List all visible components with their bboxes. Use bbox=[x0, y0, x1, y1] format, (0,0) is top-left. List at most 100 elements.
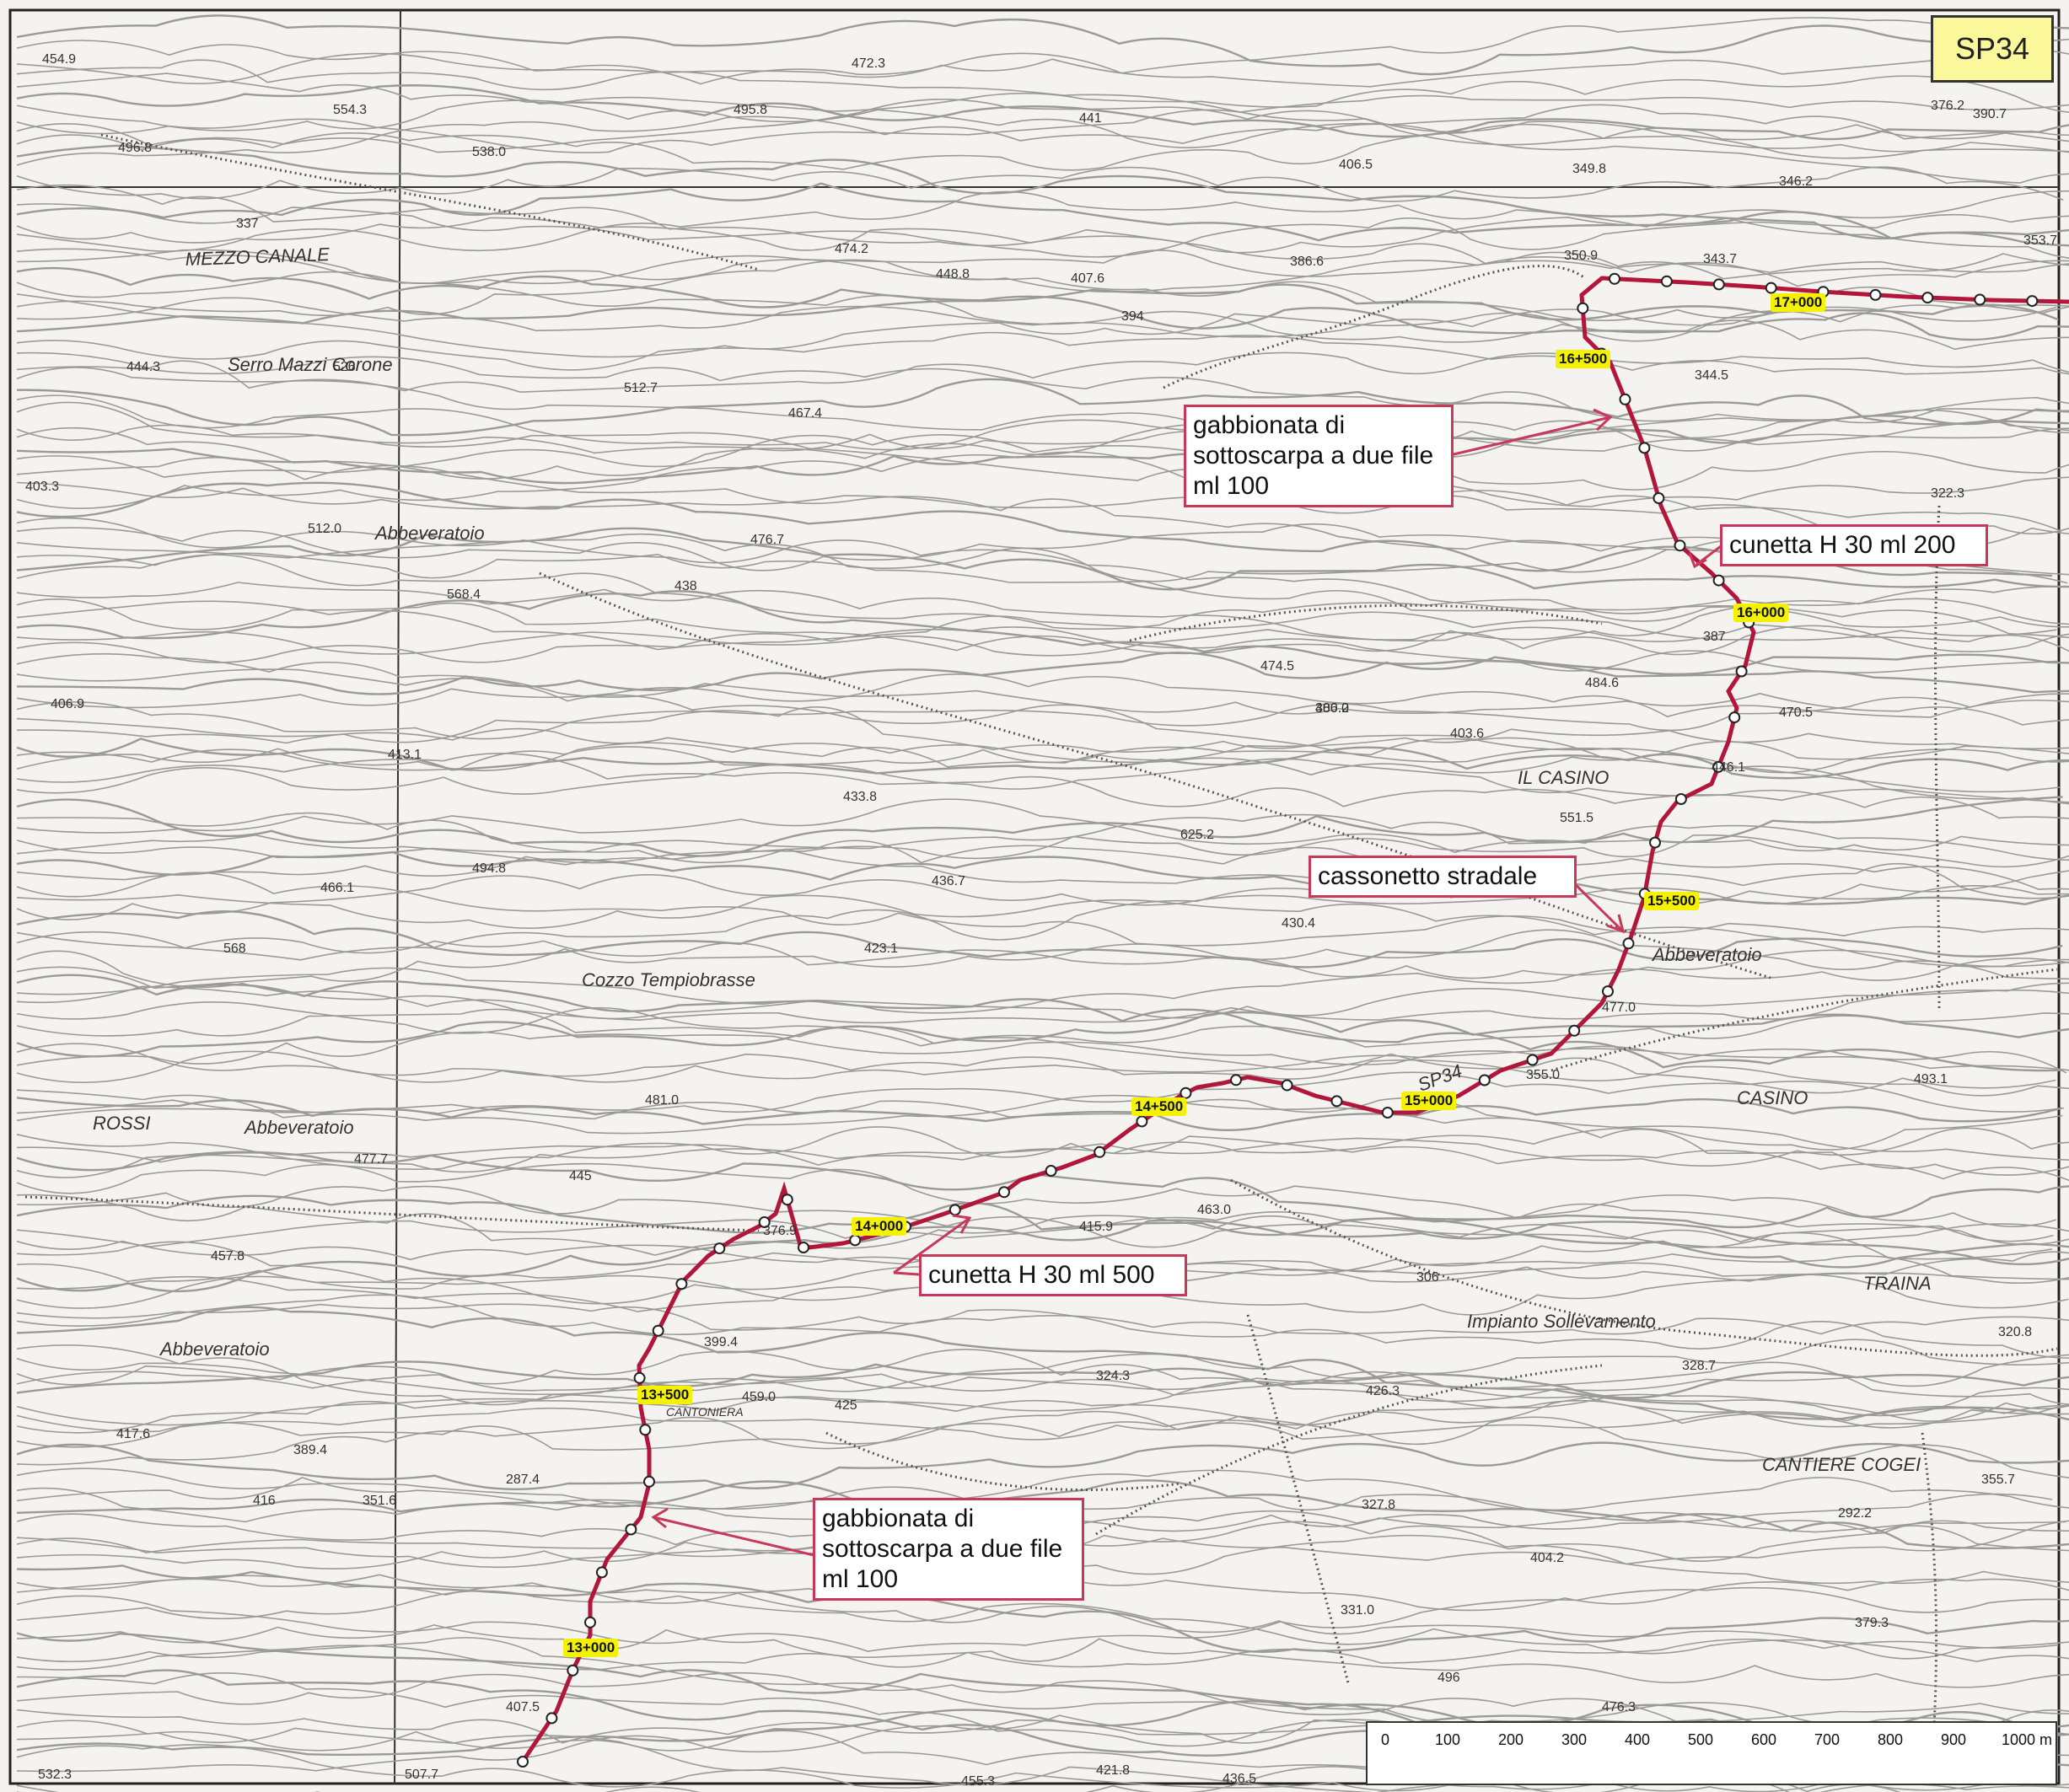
road-dot bbox=[1577, 302, 1589, 314]
road-dot bbox=[1381, 1107, 1394, 1119]
annotation-line: cunetta H 30 ml 500 bbox=[928, 1261, 1155, 1289]
road-dot bbox=[633, 1371, 646, 1384]
contour-line bbox=[16, 1211, 2069, 1248]
spot-height: 403.3 bbox=[25, 480, 59, 494]
contour-line bbox=[16, 1089, 2069, 1176]
road-dot bbox=[1230, 1074, 1242, 1086]
spot-height: 454.9 bbox=[42, 52, 76, 67]
spot-height: 353.7 bbox=[2023, 233, 2057, 248]
contour-line bbox=[16, 1360, 2069, 1399]
contour-line bbox=[16, 1586, 2069, 1652]
spot-height: 376.9 bbox=[763, 1224, 797, 1238]
contour-line bbox=[16, 481, 2062, 532]
contour-line bbox=[16, 1624, 2069, 1688]
scale-label: 1000 m bbox=[2002, 1731, 2053, 1748]
road-dot bbox=[798, 1242, 809, 1253]
spot-height: 441 bbox=[1079, 111, 1102, 126]
spot-height: 413.1 bbox=[388, 748, 422, 762]
contour-line bbox=[16, 434, 2069, 491]
contour-line bbox=[16, 1001, 2069, 1048]
contour-line bbox=[16, 40, 2069, 88]
contour-line bbox=[16, 331, 2069, 375]
contour-line bbox=[16, 1441, 2069, 1491]
spot-height: 507.7 bbox=[405, 1768, 438, 1782]
road-dot bbox=[1674, 539, 1686, 552]
spot-height: 495.8 bbox=[734, 103, 767, 117]
road-dot bbox=[998, 1186, 1010, 1199]
spot-height: 320.8 bbox=[1998, 1325, 2032, 1339]
spot-height: 526 bbox=[333, 360, 356, 374]
contour-line bbox=[16, 652, 2069, 695]
spot-height: 457.8 bbox=[211, 1249, 245, 1264]
spot-height: 568 bbox=[223, 942, 246, 956]
contour-line bbox=[16, 166, 2064, 202]
spot-height: 477.0 bbox=[1602, 1001, 1636, 1015]
road-dot bbox=[584, 1616, 596, 1628]
contour-line bbox=[16, 653, 2069, 726]
spot-height: 407.5 bbox=[506, 1700, 540, 1714]
contour-line bbox=[16, 1524, 2069, 1585]
contour-line bbox=[16, 1639, 2059, 1671]
map-label: Abbeveratoio bbox=[1651, 944, 1762, 965]
annotation-line: gabbionata di bbox=[822, 1505, 975, 1532]
map-label: Cozzo Tempiobrasse bbox=[582, 969, 755, 990]
km-marker: 16+000 bbox=[1733, 604, 1789, 622]
road-dot bbox=[517, 1756, 529, 1768]
road-dot bbox=[1638, 442, 1651, 454]
spot-height: 472.3 bbox=[852, 56, 885, 71]
road-dot bbox=[713, 1242, 726, 1255]
road-dot bbox=[758, 1216, 771, 1228]
scale-label: 0 bbox=[1381, 1731, 1390, 1748]
contour-line bbox=[16, 144, 2069, 240]
map-label: Serro Mazzi Corone bbox=[228, 354, 393, 375]
spot-height: 448.8 bbox=[936, 267, 970, 282]
map-label: IL CASINO bbox=[1518, 767, 1609, 788]
spot-height: 532.3 bbox=[38, 1768, 72, 1782]
contour-line bbox=[16, 582, 2069, 652]
contour-line bbox=[16, 1467, 2069, 1511]
road-dot bbox=[1619, 393, 1631, 405]
contour-line bbox=[16, 862, 2069, 961]
km-marker: 14+500 bbox=[1131, 1097, 1187, 1116]
road-dot bbox=[1180, 1086, 1192, 1099]
road-dot bbox=[1609, 272, 1620, 285]
contour-line bbox=[16, 1151, 2069, 1229]
contour-line bbox=[16, 1387, 2069, 1466]
road-dot bbox=[639, 1424, 652, 1436]
map-label: CANTIERE COGEI bbox=[1762, 1454, 1921, 1475]
map-label: Abbeveratoio bbox=[243, 1117, 354, 1138]
map-label: ROSSI bbox=[93, 1113, 150, 1134]
scale-label: 600 bbox=[1751, 1731, 1777, 1748]
spot-height: 446.1 bbox=[1712, 760, 1745, 775]
annotation-line: cassonetto stradale bbox=[1318, 862, 1538, 890]
spot-height: 322.3 bbox=[1931, 486, 1964, 501]
contour-line bbox=[16, 950, 2069, 1024]
annotation-gabbionata-lower: gabbionata di sottoscarpa a due file ml … bbox=[813, 1498, 1084, 1601]
contour-line bbox=[16, 727, 2069, 805]
road-dot bbox=[1045, 1165, 1057, 1177]
spot-height: 331.0 bbox=[1341, 1603, 1374, 1618]
contour-line bbox=[16, 297, 2057, 338]
scale-label: 500 bbox=[1688, 1731, 1714, 1748]
annotation-gabbionata-upper: gabbionata di sottoscarpa a due file ml … bbox=[1184, 405, 1454, 507]
spot-height: 568.4 bbox=[447, 587, 481, 602]
road-dot bbox=[1330, 1095, 1343, 1108]
spot-height: 433.8 bbox=[843, 790, 877, 804]
spot-height: 394 bbox=[1121, 309, 1144, 324]
spot-height: 403.6 bbox=[1450, 727, 1484, 741]
spot-height: 350.9 bbox=[1564, 249, 1598, 263]
contour-line bbox=[16, 451, 2069, 535]
spot-height: 493.1 bbox=[1914, 1072, 1948, 1086]
road-dot bbox=[1653, 492, 1665, 504]
spot-height: 344.5 bbox=[1695, 368, 1728, 383]
spot-height: 346.2 bbox=[1779, 174, 1813, 189]
contour-line bbox=[16, 1396, 2069, 1434]
contour-line bbox=[16, 1671, 2069, 1724]
road-dot bbox=[1765, 282, 1777, 294]
annotation-line: ml 100 bbox=[822, 1565, 899, 1593]
road-dot bbox=[781, 1194, 793, 1206]
spot-height: 426.3 bbox=[1366, 1384, 1400, 1398]
contour-line bbox=[16, 874, 2069, 920]
spot-height: 355.0 bbox=[1526, 1068, 1560, 1082]
contour-line bbox=[16, 1162, 2069, 1246]
